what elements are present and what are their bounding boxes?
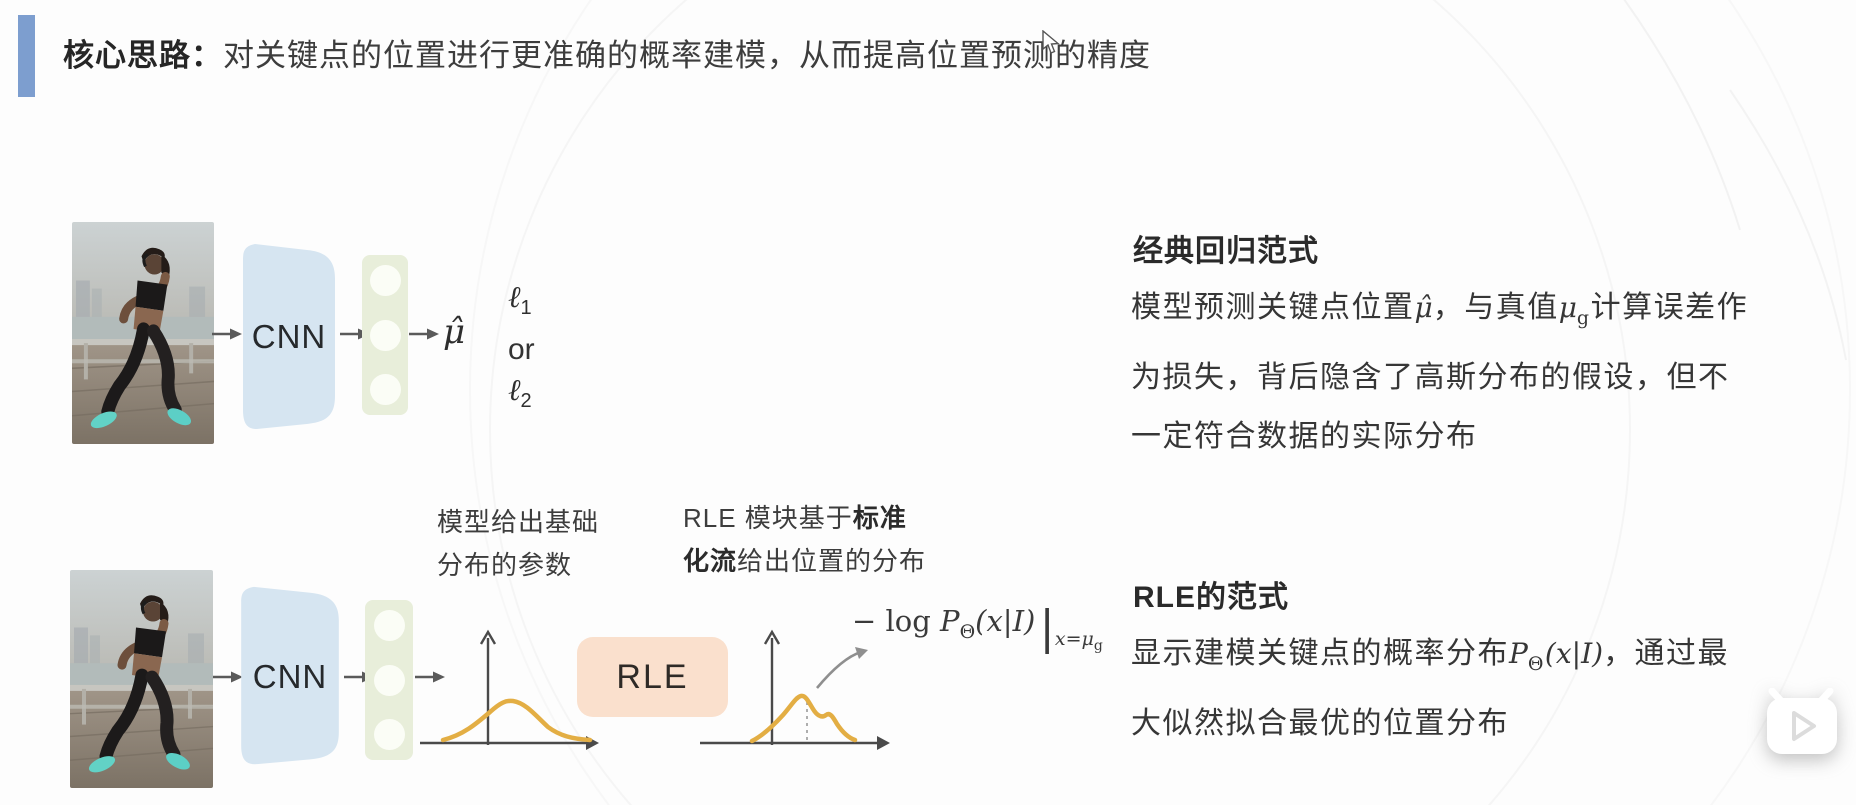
flow-label-line1: RLE 模块基于标准 bbox=[683, 503, 907, 533]
flow-label: RLE 模块基于标准 化流给出位置的分布 bbox=[683, 497, 926, 583]
base-distribution-label: 模型给出基础 分布的参数 bbox=[437, 501, 599, 587]
base-distribution-label-line2: 分布的参数 bbox=[437, 550, 573, 580]
feature-node bbox=[369, 319, 401, 351]
l1-loss-label: ℓ1 bbox=[508, 280, 532, 319]
loss-options: ℓ1 or ℓ2 bbox=[508, 277, 535, 422]
page-title-emphasis: 核心思路： bbox=[63, 38, 223, 73]
arrow-image-to-cnn-top bbox=[212, 327, 242, 341]
feature-vector-bottom bbox=[365, 600, 413, 760]
mouse-cursor bbox=[1042, 30, 1060, 54]
runner-input-image-bottom bbox=[70, 570, 213, 788]
feature-node bbox=[369, 374, 401, 405]
or-label: or bbox=[508, 333, 535, 366]
rle-module-label: RLE bbox=[616, 657, 689, 696]
flow-curve bbox=[749, 693, 858, 744]
cnn-label-bottom: CNN bbox=[252, 657, 328, 695]
video-play-button[interactable] bbox=[1764, 688, 1842, 762]
mu-hat-symbol: μ̂ bbox=[443, 312, 466, 352]
runner-input-image-top bbox=[72, 222, 214, 444]
nll-formula: − log PΘ(x|I)|x=μg bbox=[852, 600, 1103, 654]
flow-distribution-plot bbox=[700, 629, 890, 750]
cnn-block-top: CNN bbox=[240, 240, 338, 433]
feature-node bbox=[373, 610, 405, 641]
flow-label-line2: 化流给出位置的分布 bbox=[683, 546, 927, 576]
play-triangle-icon bbox=[1792, 711, 1816, 741]
base-distribution-label-line1: 模型给出基础 bbox=[437, 507, 600, 537]
cnn-label-top: CNN bbox=[251, 317, 327, 355]
page-title-rest: 对关键点的位置进行更准确的概率建模，从而提高位置预测的精度 bbox=[223, 38, 1151, 73]
rle-paradigm-paragraph: 显示建模关键点的概率分布PΘ(x|I)，通过最 大似然拟合最优的位置分布 bbox=[1131, 637, 1730, 740]
base-distribution-plot bbox=[420, 629, 599, 750]
feature-node bbox=[369, 265, 401, 296]
feature-node bbox=[373, 719, 405, 750]
gaussian-curve bbox=[440, 698, 593, 743]
rle-paradigm-heading: RLE的范式 bbox=[1133, 581, 1289, 614]
l2-loss-label: ℓ2 bbox=[508, 373, 532, 412]
feature-vector-top bbox=[362, 255, 408, 415]
feature-node bbox=[373, 664, 405, 696]
title-accent-bar bbox=[18, 15, 35, 97]
page-title: 核心思路：对关键点的位置进行更准确的概率建模，从而提高位置预测的精度 bbox=[63, 30, 1151, 75]
classic-paradigm-heading: 经典回归范式 bbox=[1133, 235, 1319, 268]
classic-paradigm-paragraph: 模型预测关键点位置μ̂，与真值μg计算误差作 为损失，背后隐含了高斯分布的假设，… bbox=[1131, 291, 1749, 453]
arrow-features-to-output-top bbox=[409, 327, 439, 341]
rle-module-box: RLE bbox=[577, 637, 728, 717]
cnn-block-bottom: CNN bbox=[238, 583, 342, 770]
arrow-to-formula bbox=[816, 650, 862, 689]
